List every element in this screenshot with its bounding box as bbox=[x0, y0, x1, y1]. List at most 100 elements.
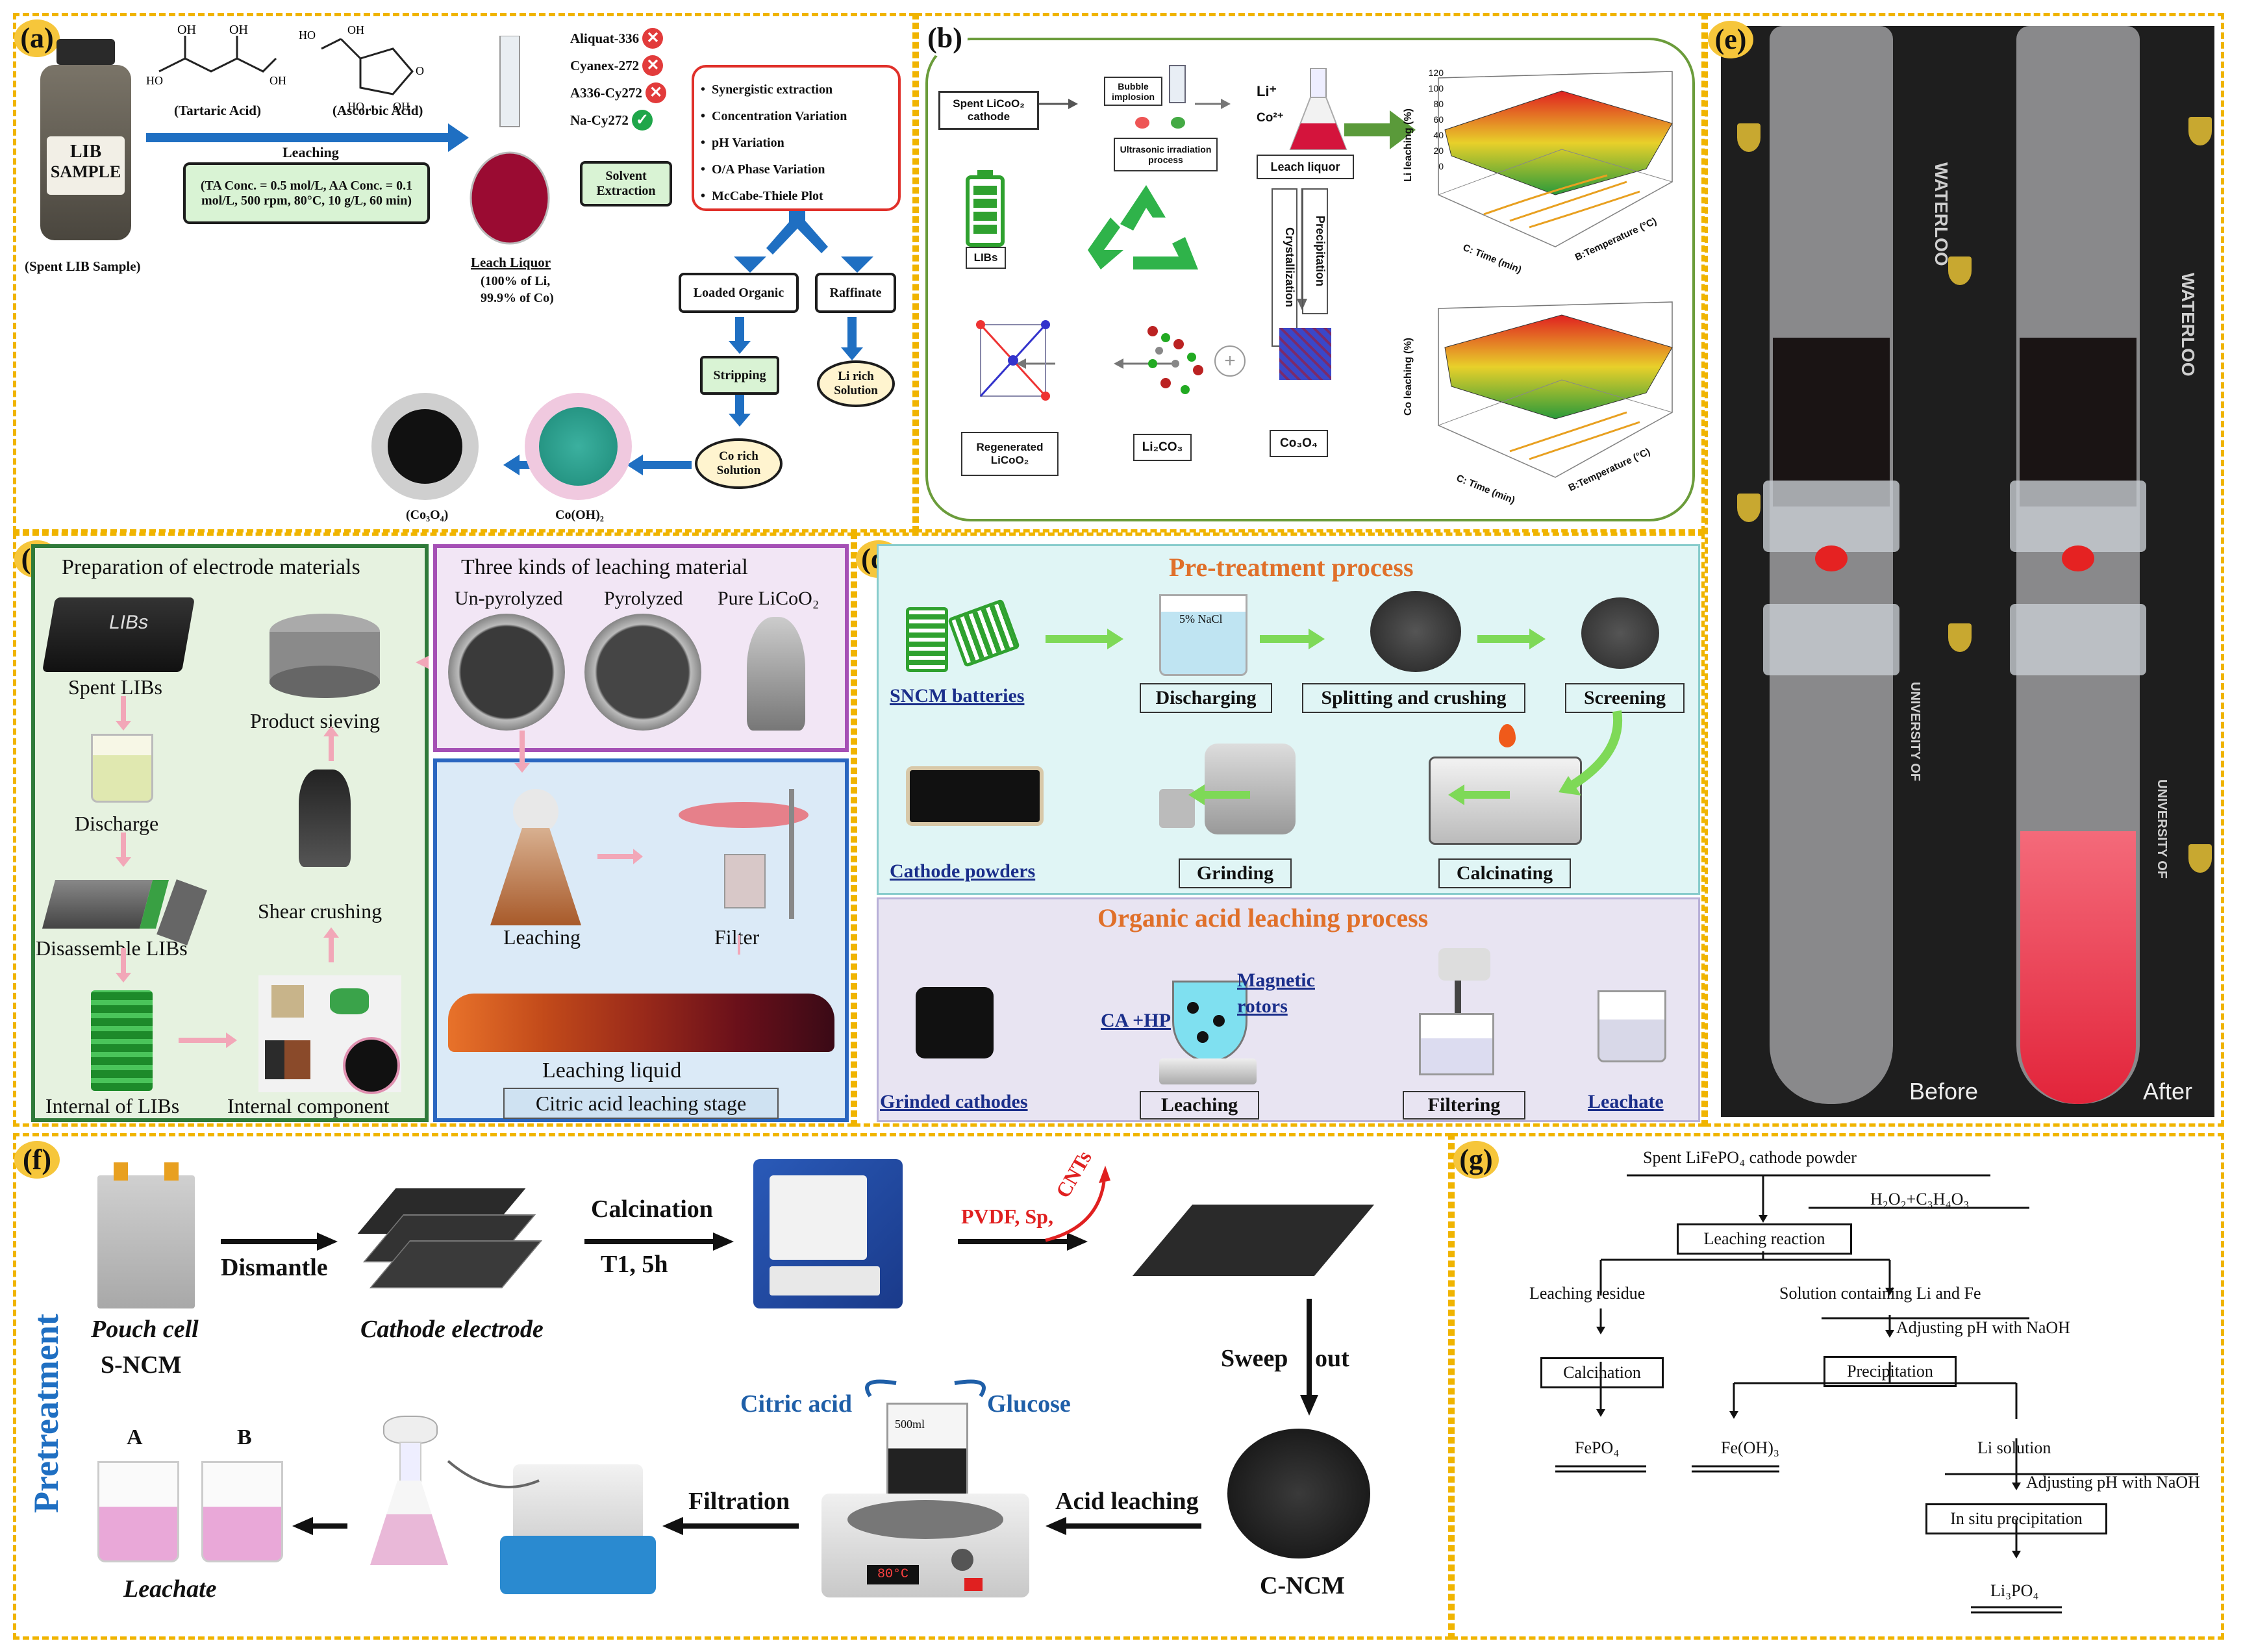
spent-cathode: Spent LiCoO₂ cathode bbox=[953, 97, 1025, 123]
after-red-liquid bbox=[2020, 831, 2136, 1104]
vacuum-pump bbox=[500, 1464, 656, 1594]
feoh3-label: Fe(OH)₃ bbox=[1721, 1438, 1779, 1457]
adjusting-ph-2: Adjusting pH with NaOH bbox=[2026, 1473, 2200, 1492]
tartaric-acid-label: (Tartaric Acid) bbox=[174, 103, 261, 118]
muffle-furnace bbox=[753, 1159, 903, 1308]
lib-jar-label2: SAMPLE bbox=[50, 162, 121, 181]
li-rich-box: Li rich Solution bbox=[817, 360, 895, 407]
after-stopcock bbox=[2062, 545, 2094, 571]
svg-text:HO: HO bbox=[347, 100, 364, 113]
shield-icon-3 bbox=[1948, 257, 1972, 285]
leachate-beaker-d bbox=[1598, 990, 1666, 1062]
big-green-arrow bbox=[1344, 110, 1416, 149]
unpyrolyzed-label: Un-pyrolyzed bbox=[455, 588, 563, 609]
suction-flask bbox=[367, 1416, 451, 1565]
leachate-beaker-a bbox=[97, 1461, 179, 1562]
reagent-label: H₂O₂+C₃H₄O₃ bbox=[1870, 1190, 1970, 1208]
beaker-a-label: A bbox=[127, 1425, 143, 1449]
dismantle-label: Dismantle bbox=[221, 1254, 328, 1281]
prep-title: Preparation of electrode materials bbox=[62, 555, 360, 579]
sncm-batteries-icon bbox=[906, 599, 1020, 672]
pouch-cell-label: Pouch cell bbox=[91, 1316, 199, 1343]
ultrasonic-red-dot bbox=[1135, 117, 1149, 129]
leachate-beaker-b bbox=[201, 1461, 283, 1562]
bubble: Bubble implosion bbox=[1111, 81, 1155, 102]
co-leaching-surface-plot bbox=[1437, 301, 1673, 478]
cncm-label: C-NCM bbox=[1260, 1572, 1345, 1599]
out-label: out bbox=[1315, 1345, 1349, 1372]
three-kinds-title: Three kinds of leaching material bbox=[461, 555, 748, 579]
fepo4-label: FePO₄ bbox=[1575, 1438, 1620, 1457]
organic-acid-title: Organic acid leaching process bbox=[1097, 903, 1429, 932]
cooh2-dish bbox=[525, 393, 632, 500]
crushed-material bbox=[1370, 591, 1461, 672]
university-watermark-1: UNIVERSITY OF bbox=[1908, 682, 1922, 781]
extractant-1: Aliquat-336 ✕ bbox=[570, 25, 666, 52]
solvent-extraction: Solvent Extraction bbox=[596, 169, 656, 198]
precipitation-g-box: Precipitation bbox=[1823, 1356, 1957, 1387]
extractant-2: Cyanex-272 ✕ bbox=[570, 52, 666, 79]
filtering-label: Filtering bbox=[1403, 1091, 1525, 1120]
residue-label: Leaching residue bbox=[1529, 1284, 1646, 1303]
sncm-label: SNCM batteries bbox=[890, 685, 1025, 707]
panel-a-label: (a) bbox=[14, 19, 60, 57]
ultrasonic-green-dot bbox=[1171, 117, 1185, 129]
spent-lib-caption: (Spent LIB Sample) bbox=[25, 258, 141, 274]
leach-liquor-yield: (100% of Li, 99.9% of Co) bbox=[481, 274, 554, 305]
study-5: • McCabe-Thiele Plot bbox=[701, 189, 823, 203]
co3o4-crystal bbox=[1279, 328, 1331, 380]
after-tube bbox=[2010, 26, 2146, 1117]
grinded-cathodes-image bbox=[916, 987, 994, 1058]
co3o4-b: Co₃O₄ bbox=[1280, 436, 1318, 450]
lib-sample-jar: LIB SAMPLE bbox=[34, 39, 138, 247]
leaching-arrowhead bbox=[448, 123, 469, 152]
leaching-title: Leaching bbox=[282, 144, 339, 160]
panel-e bbox=[1705, 13, 2224, 1127]
leachate-f-label: Leachate bbox=[123, 1575, 217, 1603]
temp-display: 80°C bbox=[867, 1565, 919, 1584]
product-sieving-image bbox=[269, 614, 380, 698]
panel-b bbox=[916, 13, 1705, 532]
unpyrolyzed-dish bbox=[448, 614, 565, 731]
shear-crushing-label: Shear crushing bbox=[258, 899, 382, 923]
leaching-arrow bbox=[146, 133, 451, 142]
co3o4-dish bbox=[371, 393, 479, 500]
sncm-f-label: S-NCM bbox=[101, 1351, 182, 1379]
ascorbic-acid-label: (Ascorbic Acid) bbox=[332, 103, 423, 118]
waterloo-watermark-1: WATERLOO bbox=[1931, 162, 1951, 266]
panel-a-flow-arrows bbox=[503, 211, 873, 475]
li2co3-crystal bbox=[1147, 326, 1203, 394]
study-2: • Concentration Variation bbox=[701, 109, 847, 123]
insitu: In situ precipitation bbox=[1950, 1509, 2083, 1528]
grinder-cup bbox=[1159, 789, 1195, 828]
cross-icon: ✕ bbox=[645, 82, 667, 103]
leach-liquor-b: Leach liquor bbox=[1270, 160, 1340, 173]
li-solution-label: Li solution bbox=[1977, 1438, 2051, 1457]
spent-lifepo4-label: Spent LiFePO₄ cathode powder bbox=[1643, 1148, 1857, 1167]
co-ion-label: Co²⁺ bbox=[1257, 111, 1284, 125]
li-rich: Li rich Solution bbox=[834, 369, 878, 397]
filter-image bbox=[679, 789, 808, 919]
citric-acid-label: Citric acid bbox=[740, 1390, 853, 1418]
discharging-beaker: 5% NaCl bbox=[1159, 594, 1247, 676]
co-axis-label: Co leaching (%) bbox=[1403, 337, 1414, 416]
leach-liquor-b-box: Leach liquor bbox=[1257, 155, 1354, 179]
panel-f-arrows bbox=[221, 1166, 1318, 1535]
svg-text:OH: OH bbox=[269, 74, 286, 87]
leaching-liquid-label: Leaching liquid bbox=[542, 1058, 682, 1083]
beaker-mark: 500ml bbox=[895, 1418, 925, 1431]
bubble-box: Bubble implosion bbox=[1104, 77, 1162, 106]
panel-b-label: (b) bbox=[922, 19, 968, 57]
panel-d bbox=[854, 532, 1705, 1127]
nacl-label: 5% NaCl bbox=[1179, 612, 1223, 625]
ultrasonic-box: Ultrasonic irradiation process bbox=[1114, 138, 1218, 171]
splitting-label: Splitting and crushing bbox=[1302, 683, 1525, 713]
grinded-label: Grinded cathodes bbox=[880, 1091, 1028, 1112]
leaching-conditions: (TA Conc. = 0.5 mol/L, AA Conc. = 0.1 mo… bbox=[200, 178, 413, 208]
panel-c-pink-arrows bbox=[116, 696, 339, 1048]
ca-hp-label: CA +HP bbox=[1101, 1010, 1171, 1031]
flame-icon bbox=[1499, 724, 1516, 747]
after-label: After bbox=[2143, 1078, 2193, 1105]
leachate-d-label: Leachate bbox=[1588, 1091, 1664, 1112]
